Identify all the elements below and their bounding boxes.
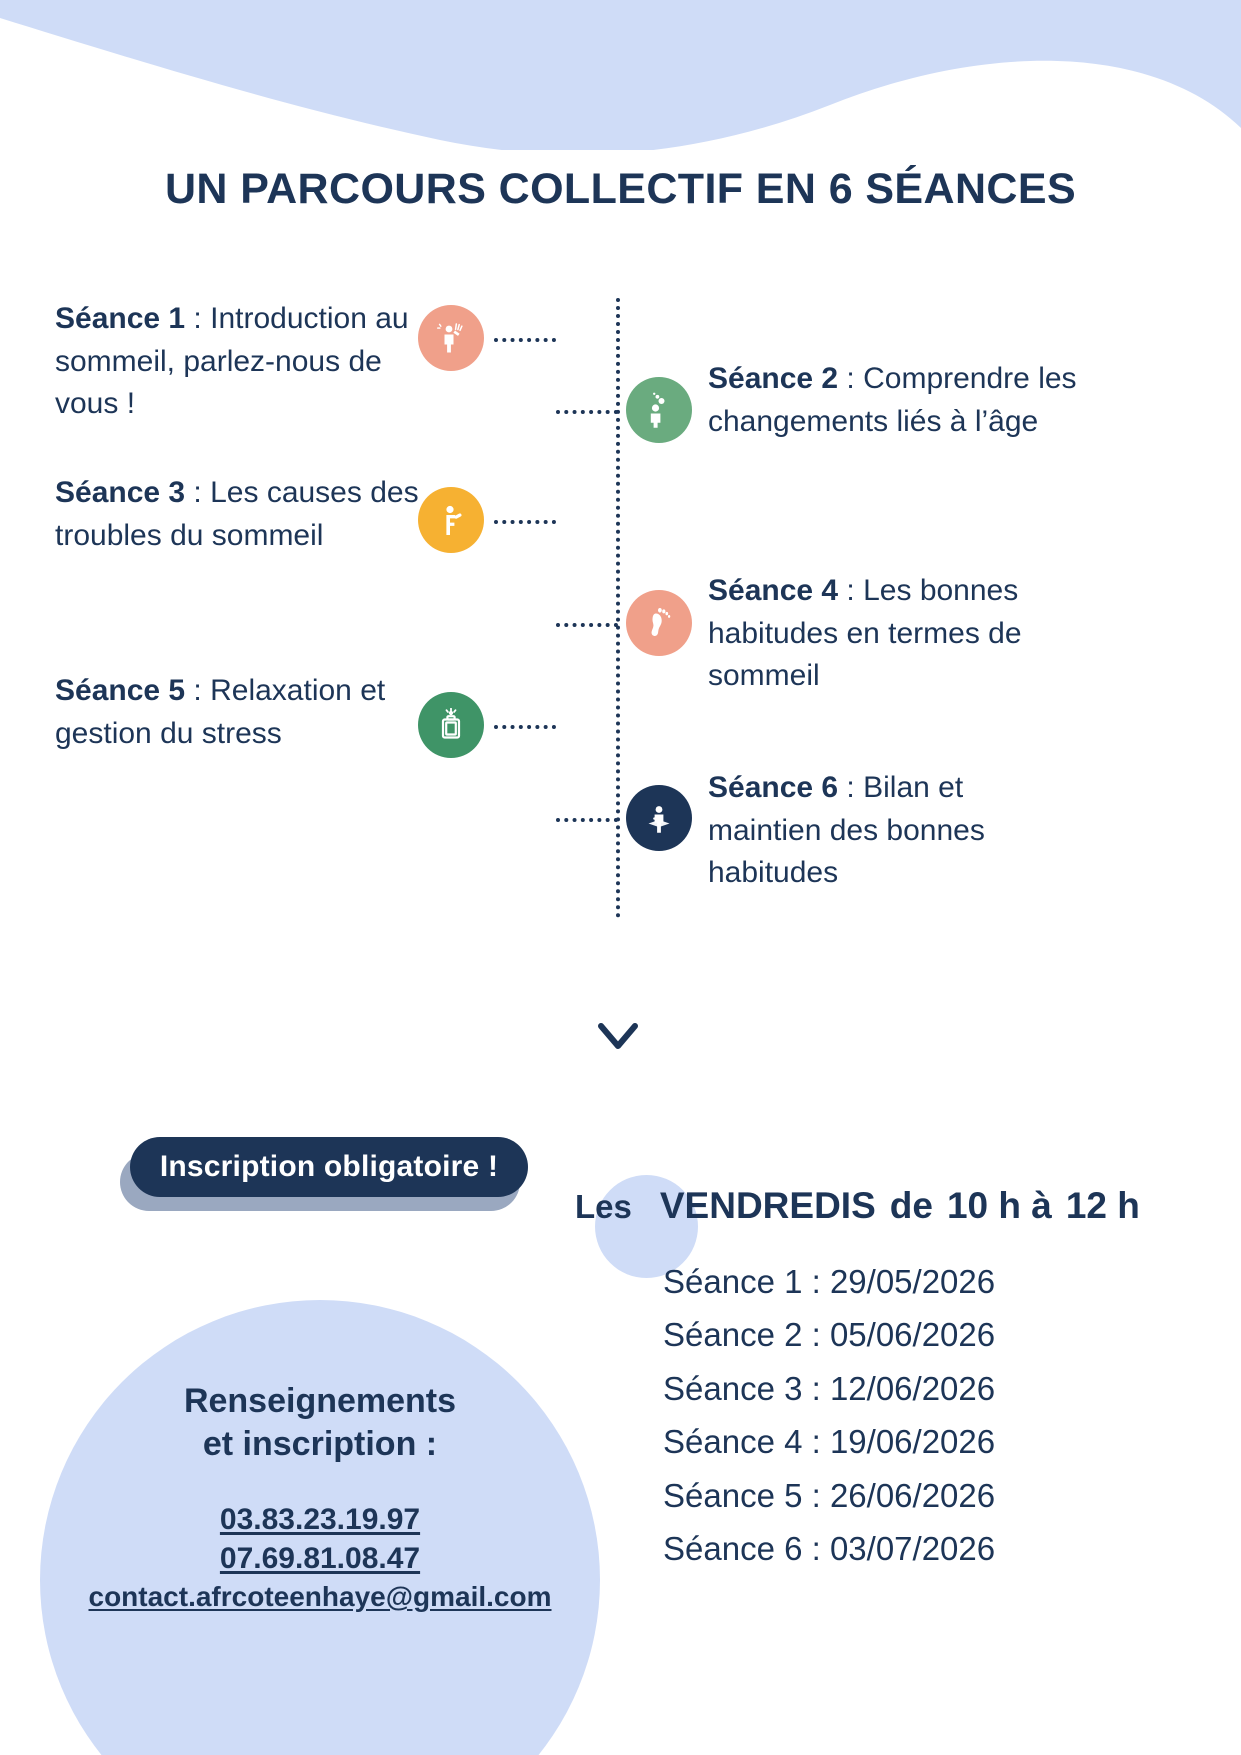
schedule-headline: Les VENDREDIS de 10 h à 12 h xyxy=(575,1185,1140,1227)
schedule-time-start: 10 h xyxy=(946,1185,1021,1226)
connector-1 xyxy=(494,338,556,342)
person-stretching-icon xyxy=(418,487,484,553)
list-item: Séance 5 : 26/06/2026 xyxy=(663,1476,996,1514)
connector-2 xyxy=(556,410,618,414)
person-reading-icon xyxy=(626,785,692,851)
schedule-middle: de xyxy=(889,1185,933,1226)
session-2-text: Séance 2 : Comprendre les changements li… xyxy=(708,358,1078,443)
timeline-node-3 xyxy=(418,487,556,553)
session-2-description: Comprendre les changements liés à l’âge xyxy=(708,362,1077,438)
session-dates-list: Séance 1 : 29/05/2026 Séance 2 : 05/06/2… xyxy=(663,1255,995,1576)
schedule-accent-circle xyxy=(595,1175,698,1278)
contact-phone-1[interactable]: 03.83.23.19.97 xyxy=(219,1502,421,1536)
connector-6 xyxy=(556,818,618,822)
schedule-prefix: Les xyxy=(575,1188,632,1225)
session-1-label: Séance 1 xyxy=(55,302,186,335)
contact-title-line-1: Renseignements xyxy=(183,1382,457,1420)
connector-5 xyxy=(494,725,556,729)
registration-badge[interactable]: Inscription obligatoire ! xyxy=(130,1137,528,1197)
contact-email[interactable]: contact.afrcoteenhaye@gmail.com xyxy=(88,1580,552,1612)
registration-badge-wrapper[interactable]: Inscription obligatoire ! xyxy=(112,1137,532,1217)
schedule-day: VENDREDIS xyxy=(659,1185,876,1226)
timeline-node-2 xyxy=(556,377,692,443)
contact-background-circle xyxy=(40,1300,600,1755)
list-item: Séance 4 : 19/06/2026 xyxy=(663,1423,996,1461)
diffuser-icon xyxy=(418,692,484,758)
contact-title-line-2: et inscription : xyxy=(202,1424,438,1463)
chevron-down-icon xyxy=(598,1023,638,1049)
session-3-label: Séance 3 xyxy=(55,476,186,509)
session-5-text: Séance 5 : Relaxation et gestion du stre… xyxy=(55,670,455,755)
session-6-separator: : xyxy=(838,771,864,804)
session-6-text: Séance 6 : Bilan et maintien des bonnes … xyxy=(708,767,1078,895)
connector-4 xyxy=(556,623,618,627)
footprint-icon xyxy=(626,590,692,656)
session-5-description: Relaxation et gestion du stress xyxy=(55,674,386,750)
session-1-description: Introduction au sommeil, parlez-nous de … xyxy=(55,302,409,421)
list-item: Séance 1 : 29/05/2026 xyxy=(663,1263,996,1300)
session-6-description: Bilan et maintien des bonnes habitudes xyxy=(708,771,985,890)
timeline-node-6 xyxy=(556,785,692,851)
session-1-separator: : xyxy=(185,302,211,335)
session-4-separator: : xyxy=(838,574,864,607)
session-5-separator: : xyxy=(185,674,211,707)
person-thinking-icon xyxy=(626,377,692,443)
session-2-label: Séance 2 xyxy=(708,362,839,395)
session-3-separator: : xyxy=(185,476,211,509)
schedule-time-end: 12 h xyxy=(1065,1185,1140,1226)
session-1-text: Séance 1 : Introduction au sommeil, parl… xyxy=(55,298,425,426)
timeline-node-5 xyxy=(418,692,556,758)
top-wave-decoration xyxy=(0,0,1241,150)
connector-3 xyxy=(494,520,556,524)
person-waving-icon xyxy=(418,305,484,371)
contact-title: Renseignements et inscription : xyxy=(40,1380,600,1466)
contact-block: Renseignements et inscription : 03.83.23… xyxy=(40,1380,600,1616)
list-item: Séance 2 : 05/06/2026 xyxy=(663,1316,996,1354)
session-4-text: Séance 4 : Les bonnes habitudes en terme… xyxy=(708,570,1078,698)
timeline-node-1 xyxy=(418,305,556,371)
timeline: Séance 1 : Introduction au sommeil, parl… xyxy=(0,280,1241,960)
session-2-separator: : xyxy=(838,362,864,395)
timeline-node-4 xyxy=(556,590,692,656)
schedule-time-join: à xyxy=(1031,1185,1052,1226)
list-item: Séance 6 : 03/07/2026 xyxy=(663,1530,996,1568)
session-3-description: Les causes des troubles du sommeil xyxy=(55,476,419,552)
timeline-spine xyxy=(616,298,620,918)
session-4-label: Séance 4 xyxy=(708,574,839,607)
contact-details: 03.83.23.19.97 07.69.81.08.47 contact.af… xyxy=(40,1500,600,1616)
page-title: UN PARCOURS COLLECTIF EN 6 SÉANCES xyxy=(164,165,1077,213)
contact-phone-2[interactable]: 07.69.81.08.47 xyxy=(219,1542,421,1576)
session-5-label: Séance 5 xyxy=(55,674,186,707)
session-6-label: Séance 6 xyxy=(708,771,839,804)
list-item: Séance 3 : 12/06/2026 xyxy=(663,1369,996,1407)
session-3-text: Séance 3 : Les causes des troubles du so… xyxy=(55,472,435,557)
session-4-description: Les bonnes habitudes en termes de sommei… xyxy=(708,574,1022,693)
